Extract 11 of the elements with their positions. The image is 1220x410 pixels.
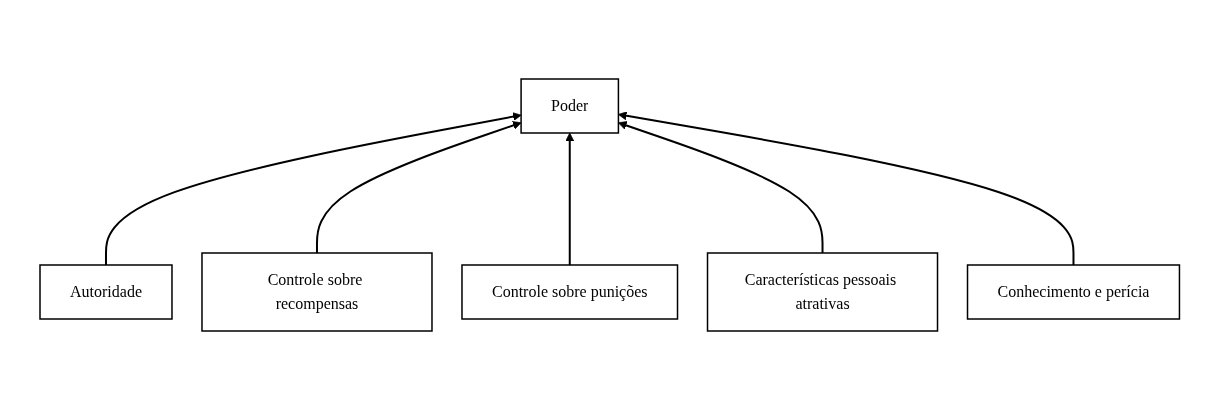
node-box: Autoridade: [39, 264, 173, 320]
arrow: [618, 121, 824, 254]
node-box: Características pessoais atrativas: [707, 252, 939, 332]
node-box: Controle sobre recompensas: [201, 252, 433, 332]
node-box: Conhecimento e perícia: [967, 264, 1181, 320]
arrow: [618, 111, 1075, 266]
arrow: [316, 121, 522, 254]
node-box: Poder: [520, 78, 620, 134]
arrow: [565, 132, 575, 266]
node-box: Controle sobre punições: [461, 264, 679, 320]
arrow: [105, 112, 522, 266]
